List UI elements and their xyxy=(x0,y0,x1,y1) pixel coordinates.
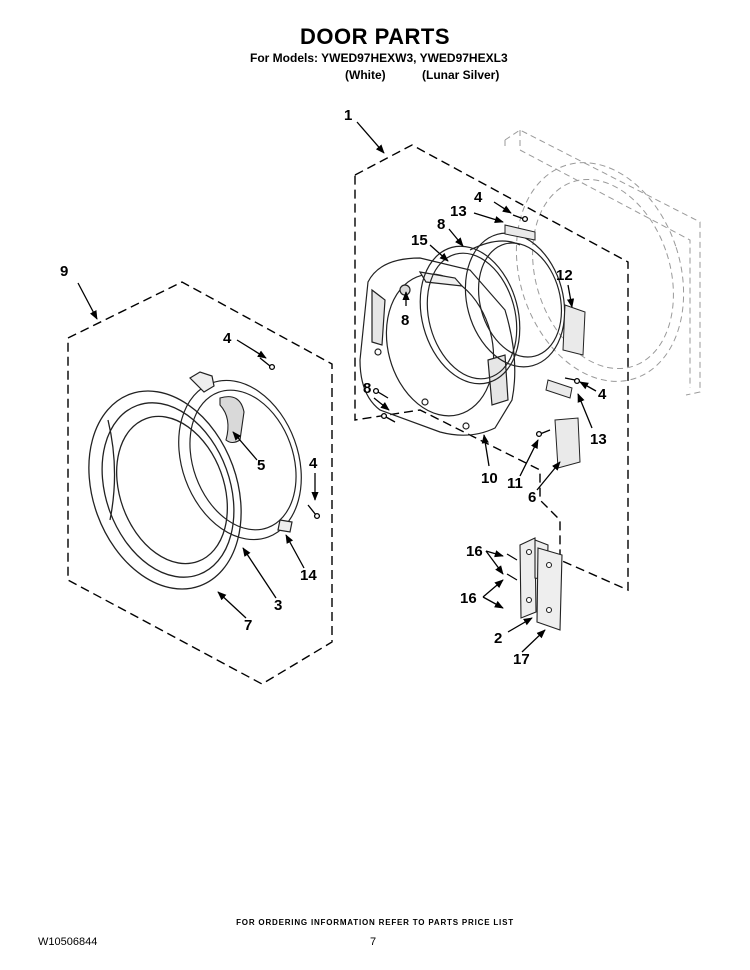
leader-lines xyxy=(77,121,597,653)
door-trim-ring xyxy=(178,371,302,541)
cabinet-outline xyxy=(504,129,701,396)
hinge-pins xyxy=(506,553,518,581)
callout-2: 2 xyxy=(494,630,502,647)
callout-4-right: 4 xyxy=(598,386,607,403)
callout-14: 14 xyxy=(300,567,317,584)
outer-door-ring xyxy=(88,390,242,590)
ordering-info: FOR ORDERING INFORMATION REFER TO PARTS … xyxy=(236,918,514,927)
callout-9: 9 xyxy=(60,263,68,280)
callout-4-left-top: 4 xyxy=(223,330,232,347)
door-gasket-ring xyxy=(419,245,521,385)
callout-6: 6 xyxy=(528,489,536,506)
screws xyxy=(259,214,581,520)
callout-12: 12 xyxy=(556,267,573,284)
group-box-9 xyxy=(67,281,333,685)
callout-3: 3 xyxy=(274,597,282,614)
callout-7: 7 xyxy=(244,617,252,634)
callout-8-left: 8 xyxy=(363,380,371,397)
page-number: 7 xyxy=(370,936,377,948)
variant-silver-label: (Lunar Silver) xyxy=(422,68,500,82)
callout-15: 15 xyxy=(411,232,428,249)
callout-4-left-bottom: 4 xyxy=(309,455,318,472)
callout-13-right: 13 xyxy=(590,431,607,448)
hinge-assembly xyxy=(519,537,563,631)
callout-8-mid: 8 xyxy=(401,312,409,329)
callout-11: 11 xyxy=(507,475,523,492)
callout-16-bottom: 16 xyxy=(460,590,477,607)
models-line: For Models: YWED97HEXW3, YWED97HEXL3 xyxy=(250,51,508,65)
document-number: W10506844 xyxy=(38,936,98,948)
callout-13-top: 13 xyxy=(450,203,467,220)
callout-16-top: 16 xyxy=(466,543,483,560)
group-box-1 xyxy=(354,144,629,592)
door-handle xyxy=(219,396,245,444)
hinge-parts-upper xyxy=(504,224,586,469)
variant-white-label: (White) xyxy=(345,68,386,82)
callout-8-top: 8 xyxy=(437,216,445,233)
door-glass-bowl xyxy=(464,232,566,368)
page-title: DOOR PARTS xyxy=(299,24,451,49)
callout-4-top: 4 xyxy=(474,189,483,206)
callout-10: 10 xyxy=(481,470,498,487)
callout-5: 5 xyxy=(257,457,265,474)
callout-1: 1 xyxy=(344,107,352,124)
callout-17: 17 xyxy=(513,651,530,668)
